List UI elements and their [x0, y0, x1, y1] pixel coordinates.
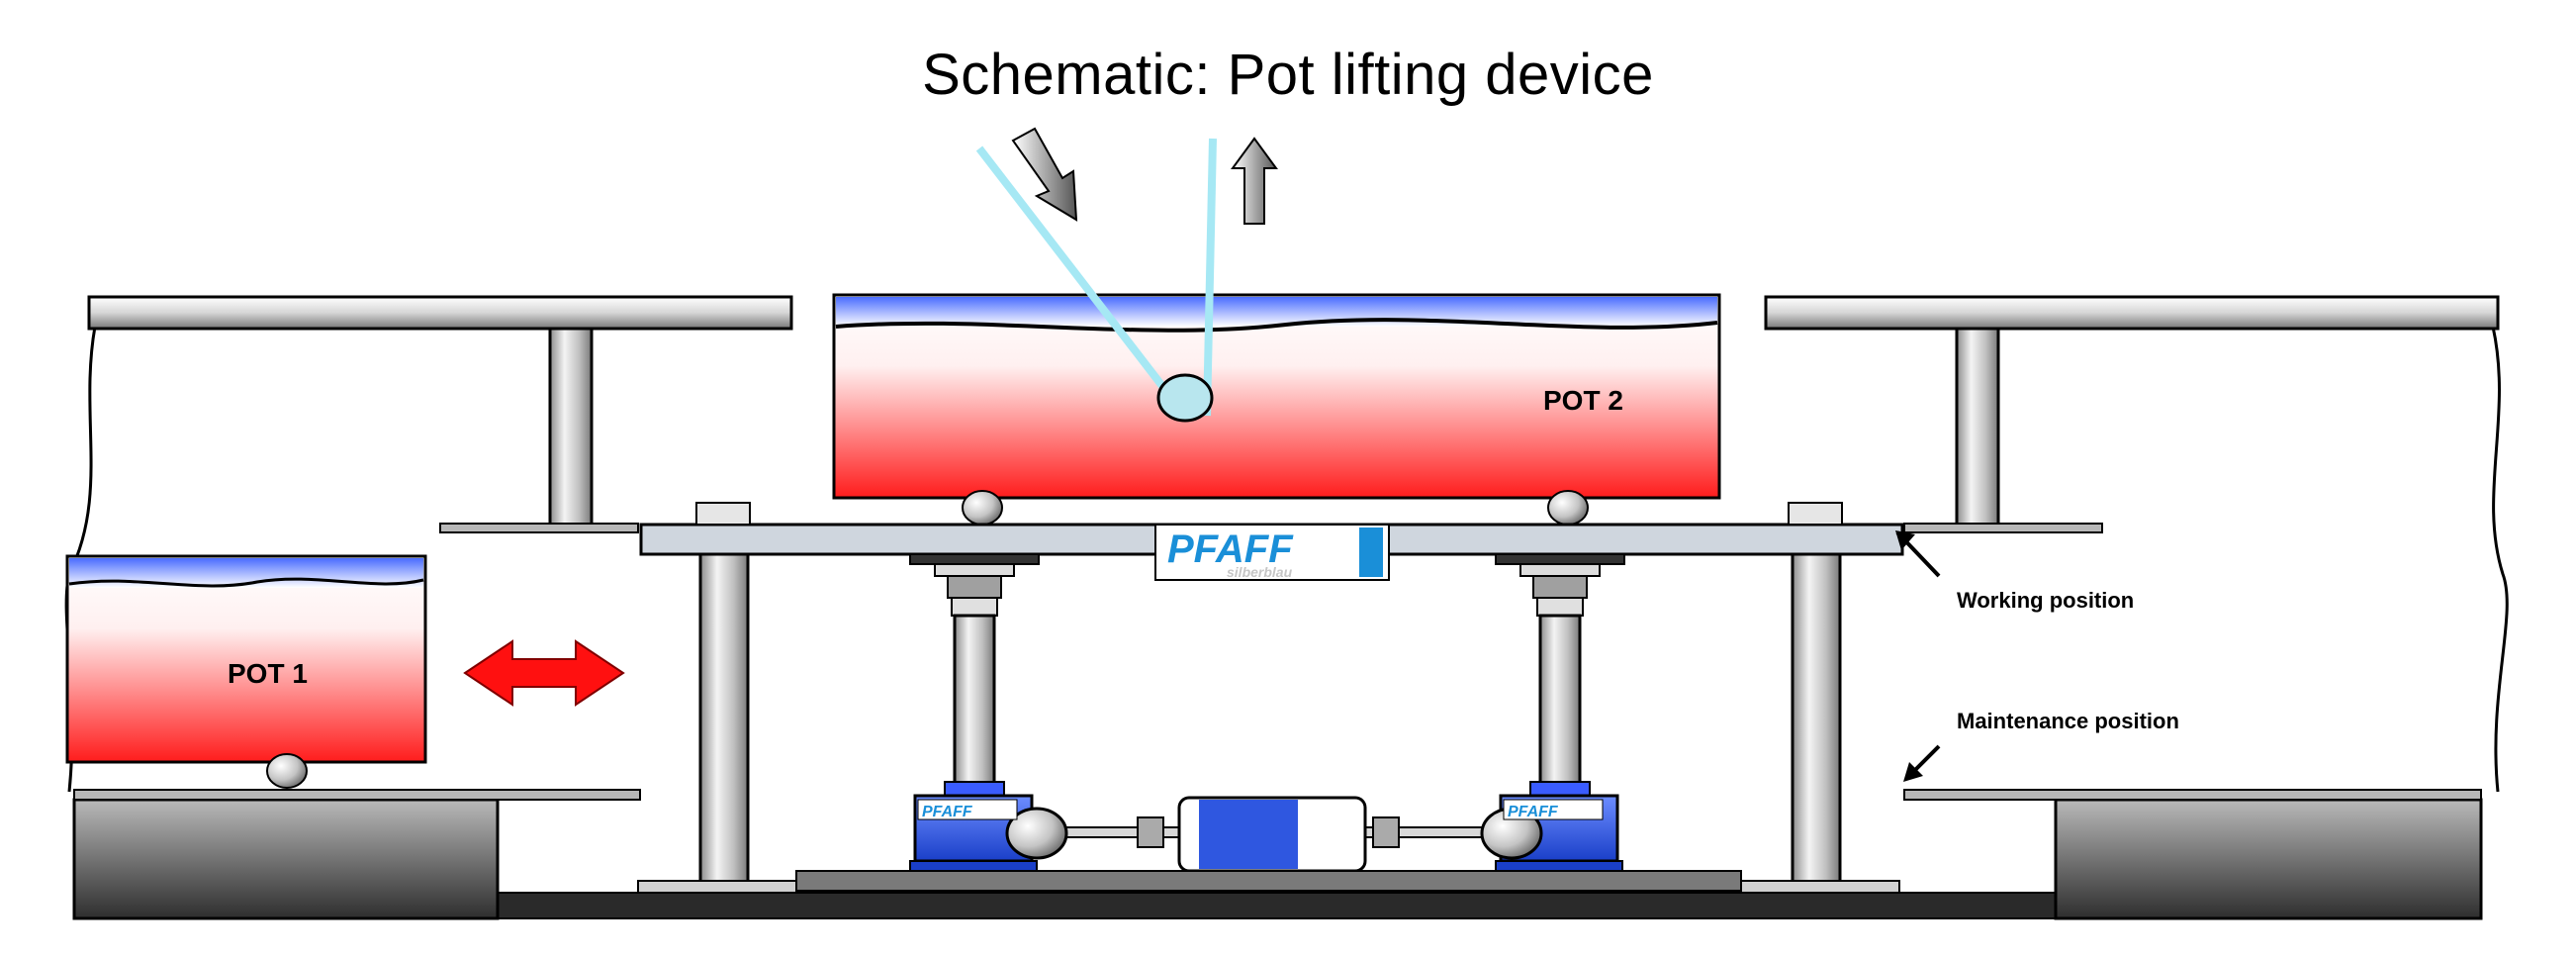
pot1-body [65, 554, 427, 764]
pot2-label: POT 2 [1543, 385, 1623, 416]
maintenance-plate-left [73, 789, 641, 801]
floor-bar [497, 892, 2057, 919]
coupling-left [1137, 816, 1164, 848]
ceiling-beam-left [87, 295, 793, 331]
arrow-up-icon [1231, 137, 1278, 225]
floor-block-right [2054, 798, 2483, 920]
guide-column-right-cap [1788, 502, 1843, 526]
maintenance-plate-right [1903, 789, 2482, 801]
brand-name: PFAFF [1167, 527, 1294, 571]
guide-column-left-cap [695, 502, 751, 526]
pot1-surface [68, 577, 424, 588]
arrow-down-right-icon [1011, 127, 1078, 222]
base-strip-right [1740, 880, 1900, 894]
motor [1177, 796, 1367, 873]
right-wall-break [2491, 326, 2509, 793]
brand-logo-small-right [1503, 799, 1604, 820]
pot2-body [832, 293, 1721, 500]
brand-logo [1154, 524, 1390, 581]
upper-floor-left [439, 523, 639, 533]
pot2-ball-right [1547, 490, 1589, 526]
coupling-right [1372, 816, 1400, 848]
upper-floor-right [1903, 523, 2103, 533]
brand-name-small-left: PFAFF [922, 804, 973, 820]
ceiling-post-left [548, 327, 594, 527]
pointer-arrow-icon [1895, 530, 1941, 578]
brand-logo-small-left [917, 799, 1018, 820]
maintenance-position-label: Maintenance position [1957, 709, 2179, 733]
cable-vertical [1203, 138, 1217, 417]
floor-block-left [72, 798, 500, 920]
brand-name-small-right: PFAFF [1508, 804, 1559, 820]
ceiling-post-right [1955, 327, 2000, 527]
brand-subname: silberblau [1227, 564, 1293, 580]
guide-column-left [698, 552, 750, 885]
ceiling-beam-right [1764, 295, 2500, 331]
diagram-title: Schematic: Pot lifting device [922, 43, 1654, 107]
gear-ball-left [1005, 807, 1068, 860]
probe-ball [1156, 373, 1214, 423]
pot1-label: POT 1 [228, 658, 308, 689]
base-plate [795, 870, 1742, 892]
pointer-arrow-icon [1903, 744, 1941, 782]
pot2-water [836, 297, 1717, 327]
pot1-ball [266, 753, 308, 789]
pot2-ball-left [962, 490, 1003, 526]
guide-column-right [1791, 552, 1842, 885]
cable-diagonal [975, 145, 1189, 419]
pot2-surface [835, 318, 1718, 333]
base-strip-left [637, 880, 797, 894]
double-arrow-icon [463, 639, 625, 707]
working-position-label: Working position [1957, 588, 2134, 613]
